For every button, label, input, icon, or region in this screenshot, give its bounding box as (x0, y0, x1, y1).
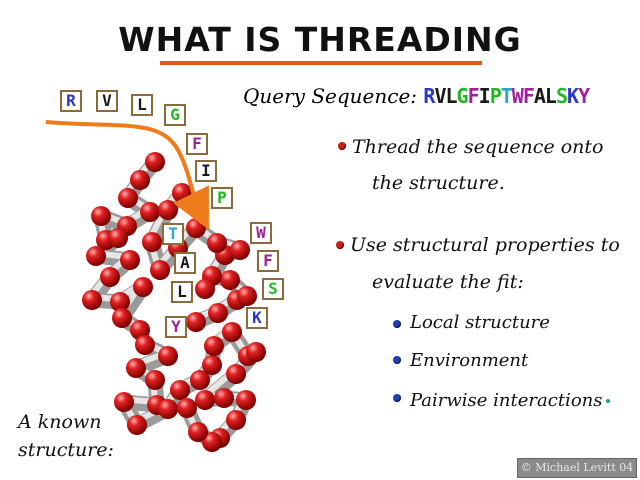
atom-sphere (246, 342, 266, 362)
query-residue: F (522, 84, 535, 108)
atom-sphere (236, 390, 256, 410)
atom-sphere (202, 432, 222, 452)
residue-tile-l2: L (171, 281, 193, 303)
query-residue: T (500, 84, 513, 108)
atom-sphere (100, 267, 120, 287)
atom-sphere (91, 206, 111, 226)
residue-tile-t: T (162, 223, 184, 245)
query-residue: A (533, 84, 546, 108)
atom-sphere (226, 364, 246, 384)
query-residue: G (456, 84, 469, 108)
atom-sphere (177, 398, 197, 418)
query-residue: K (567, 84, 579, 108)
query-residue: V (434, 84, 446, 108)
residue-tile-s: S (262, 278, 284, 300)
atom-sphere (220, 270, 240, 290)
residue-tile-v: V (96, 90, 118, 112)
query-sequence-label: Query Sequence: (243, 84, 418, 108)
atom-sphere (145, 370, 165, 390)
sub-bullet-environment: Environment (410, 350, 529, 371)
atom-sphere (202, 355, 222, 375)
bullet-evaluate-line1: Use structural properties to (350, 234, 620, 256)
atom-sphere (195, 390, 215, 410)
residue-tile-r: R (60, 90, 82, 112)
atom-sphere (114, 392, 134, 412)
query-residue: Y (578, 84, 590, 108)
atom-sphere (145, 152, 165, 172)
residue-tile-g: G (164, 104, 186, 126)
query-sequence-line: Query Sequence: RVLGFIPTWFALSKY (243, 84, 590, 108)
residue-tile-p: P (211, 187, 233, 209)
copyright-credit: © Michael Levitt 04 (517, 458, 637, 478)
bullet-thread-line2: the structure. (372, 172, 505, 194)
atom-sphere (208, 303, 228, 323)
trailing-dot (606, 399, 611, 403)
residue-tile-a: A (174, 252, 196, 274)
atom-sphere (110, 292, 130, 312)
sub-bullet-pairwise: Pairwise interactions (410, 390, 611, 411)
residue-tile-f: F (186, 133, 208, 155)
atom-sphere (142, 232, 162, 252)
sub-bullet-dot-2 (393, 356, 401, 364)
atom-sphere (172, 183, 192, 203)
atom-sphere (188, 422, 208, 442)
bullet-dot-1 (338, 142, 346, 150)
residue-tile-k: K (246, 307, 268, 329)
query-residue: L (544, 84, 557, 108)
atom-sphere (186, 218, 206, 238)
atom-sphere (204, 336, 224, 356)
atom-sphere (158, 346, 178, 366)
known-structure-label: A known structure: (18, 411, 114, 461)
atom-sphere (190, 370, 210, 390)
query-residue: F (467, 84, 480, 108)
atom-sphere (150, 260, 170, 280)
sub-bullet-dot-1 (393, 320, 401, 328)
atom-sphere (133, 277, 153, 297)
atom-sphere (127, 415, 147, 435)
atom-sphere (230, 240, 250, 260)
atom-sphere (195, 279, 215, 299)
atom-sphere (126, 358, 146, 378)
bullet-evaluate-line2: evaluate the fit: (372, 271, 524, 293)
query-sequence: RVLGFIPTWFALSKY (423, 84, 590, 108)
atom-sphere (207, 233, 227, 253)
query-residue: R (423, 84, 435, 108)
atom-sphere (135, 335, 155, 355)
query-residue: S (555, 84, 568, 108)
residue-tile-l: L (131, 94, 153, 116)
residue-tile-f2: F (257, 250, 279, 272)
bullet-thread-line1: Thread the sequence onto (352, 136, 604, 158)
atom-sphere (118, 188, 138, 208)
slide-title: WHAT IS THREADING (118, 20, 522, 59)
atom-sphere (158, 399, 178, 419)
title-underline (160, 61, 482, 65)
atom-sphere (112, 308, 132, 328)
atom-sphere (186, 312, 206, 332)
atom-sphere (82, 290, 102, 310)
atom-sphere (130, 170, 150, 190)
residue-tile-i: I (195, 160, 217, 182)
residue-tile-y: Y (165, 316, 187, 338)
atom-sphere (226, 410, 246, 430)
residue-tile-w: W (250, 222, 272, 244)
atom-sphere (86, 246, 106, 266)
query-residue: W (511, 84, 524, 108)
atom-sphere (158, 200, 178, 220)
sub-bullet-dot-3 (393, 394, 401, 402)
query-residue: L (445, 84, 458, 108)
atom-sphere (170, 380, 190, 400)
atom-sphere (140, 202, 160, 222)
sub-bullet-local-structure: Local structure (410, 312, 550, 333)
atom-sphere (237, 286, 257, 306)
thread-arrow (45, 120, 209, 230)
bullet-dot-2 (336, 241, 344, 249)
query-residue: P (489, 84, 502, 108)
atom-sphere (214, 388, 234, 408)
atom-sphere (108, 228, 128, 248)
query-residue: I (478, 84, 491, 108)
atom-sphere (222, 322, 242, 342)
atom-sphere (120, 250, 140, 270)
